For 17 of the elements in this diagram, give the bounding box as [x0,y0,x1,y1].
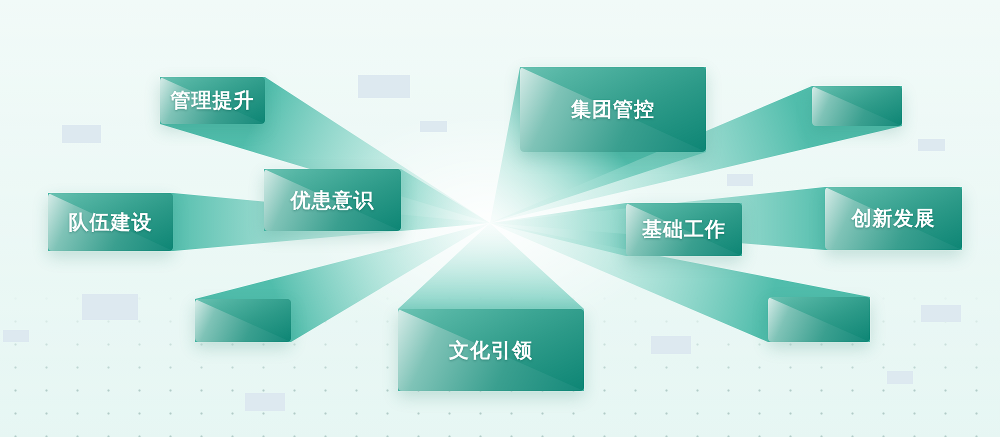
topic-label: 队伍建设 [68,208,152,236]
topic-label: 管理提升 [170,87,254,114]
topic-box [264,169,401,231]
topic-box [626,203,742,256]
topic-box [160,77,265,124]
topic-box [520,67,706,152]
topic-label: 创新发展 [852,205,936,232]
topic-box [398,309,584,391]
topic-label: 优患意识 [290,186,374,214]
blank-box [195,299,291,342]
topic-label: 基础工作 [642,216,726,243]
topic-label: 文化引领 [449,336,533,364]
blank-box [768,297,870,342]
blank-box [812,86,902,126]
topic-label: 集团管控 [571,96,655,123]
topic-box [48,193,173,251]
topic-box [825,187,962,250]
